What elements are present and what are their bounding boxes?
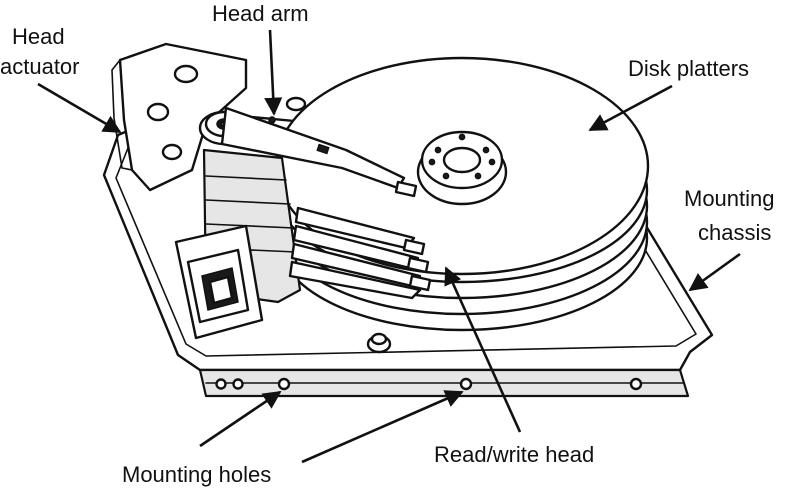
leader-arrows xyxy=(37,29,741,464)
label-head-arm: Head arm xyxy=(212,1,309,26)
actuator-assembly xyxy=(111,42,432,340)
mounting-holes xyxy=(215,377,643,391)
arrow-read-write-head xyxy=(444,266,522,433)
read-write-heads xyxy=(394,180,432,292)
arrow-mounting-hole-left xyxy=(199,390,282,448)
disk-platters xyxy=(274,56,650,332)
label-mounting-chassis-line2: chassis xyxy=(698,220,771,245)
head-arms xyxy=(220,106,422,300)
label-mounting-chassis-line1: Mounting xyxy=(684,186,775,211)
arrow-mounting-chassis xyxy=(688,252,741,292)
spindle-hub xyxy=(416,130,508,206)
label-mounting-holes: Mounting holes xyxy=(122,462,271,487)
arrow-mounting-hole-right xyxy=(301,390,464,464)
arrow-head-actuator xyxy=(37,82,122,134)
label-read-write-head: Read/write head xyxy=(434,442,594,467)
label-disk-platters: Disk platters xyxy=(628,56,749,81)
arrow-disk-platters xyxy=(588,84,673,132)
label-head-actuator-line1: Head xyxy=(12,24,65,49)
magnet-block xyxy=(174,224,264,340)
chassis-screw-boss xyxy=(285,96,392,354)
arrow-head-arm xyxy=(264,29,283,116)
label-head-actuator-line2: actuator xyxy=(0,54,80,79)
head-actuator xyxy=(111,42,248,192)
